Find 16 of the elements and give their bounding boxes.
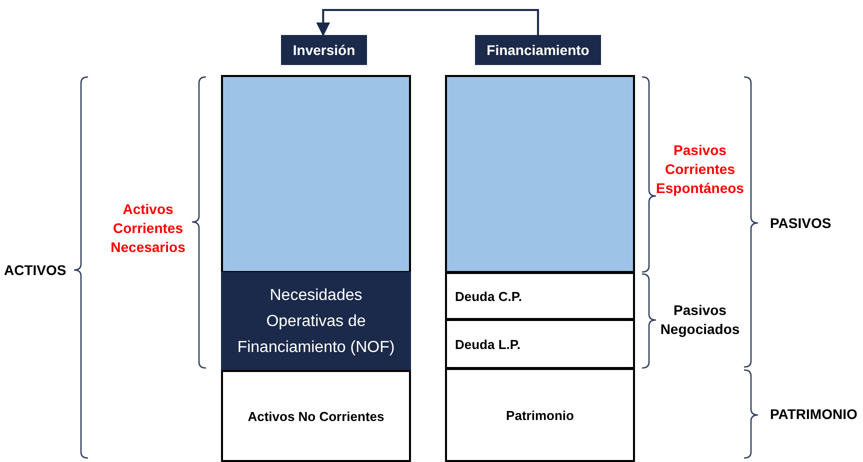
- group-label: Pasivos Corrientes Espontáneos: [655, 141, 745, 198]
- header-box: Financiamiento: [475, 35, 601, 65]
- block-box: [445, 75, 635, 273]
- group-label: Pasivos Negociados: [659, 301, 741, 339]
- block-box: Patrimonio: [445, 368, 635, 462]
- block-box: Deuda C.P.: [445, 272, 635, 320]
- header-box: Inversión: [281, 35, 367, 65]
- group-label: ACTIVOS: [4, 261, 68, 280]
- block-box: Deuda L.P.: [445, 319, 635, 369]
- group-label: Activos Corrientes Necesarios: [110, 200, 186, 257]
- group-label: PATRIMONIO: [770, 405, 858, 424]
- block-box: [221, 75, 411, 273]
- group-label: PASIVOS: [770, 214, 832, 233]
- arrow: [316, 9, 539, 36]
- block-box: Activos No Corrientes: [221, 370, 411, 462]
- block-box: Necesidades Operativas de Financiamiento (NOF): [221, 272, 411, 371]
